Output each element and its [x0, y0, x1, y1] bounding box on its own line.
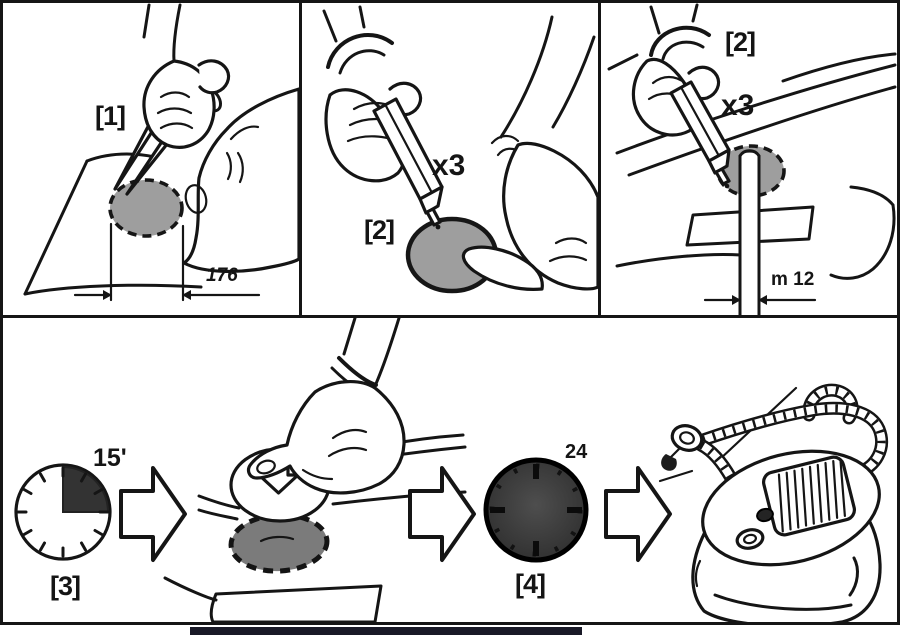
block-arrow-icon — [408, 466, 476, 562]
dimension-lines — [703, 295, 817, 305]
block-arrow-icon — [119, 466, 187, 562]
step-label: [4] — [515, 569, 546, 599]
panel-glue-patch: x3 [2] — [302, 3, 601, 315]
grille-shape — [761, 455, 857, 537]
pressed-patch-shape — [228, 512, 330, 574]
bottom-row: 15' [3] 24 [4] — [3, 318, 897, 622]
patch-shape — [108, 178, 184, 238]
clock-24-icon — [483, 457, 589, 563]
cutting-hand — [142, 3, 231, 149]
valve-icon — [661, 424, 704, 471]
air-pump-icon — [658, 383, 888, 622]
sleeve-cuff — [322, 5, 394, 75]
clock-15-icon — [14, 463, 112, 561]
holding-hand — [461, 15, 598, 291]
scan-artifact-bar — [190, 627, 582, 635]
glue-tube-icon — [372, 97, 444, 230]
finish-illustration — [14, 318, 888, 622]
step-label: [2] — [725, 27, 756, 57]
dimension-label: m 12 — [771, 269, 815, 290]
dimension-label: 176 — [206, 265, 238, 286]
strap-band — [685, 185, 896, 280]
cut-patch-illustration — [23, 3, 299, 302]
repeat-label: x3 — [721, 89, 755, 122]
glue-patch-illustration — [322, 5, 598, 294]
top-row: [1] 176 — [3, 3, 897, 318]
step-label: [3] — [50, 571, 81, 601]
glue-tube-icon — [669, 80, 731, 189]
sleeve-cuff — [607, 3, 711, 71]
holding-hand — [182, 87, 299, 273]
panel-glue-area: [2] x3 m 12 — [601, 3, 897, 315]
wait-duration-label: 15' — [93, 444, 127, 472]
step-label: [2] — [364, 215, 395, 245]
power-button — [756, 507, 774, 523]
sheet-outline — [23, 152, 203, 296]
surface-lines — [615, 52, 897, 268]
panel-cut-patch: [1] 176 — [3, 3, 302, 315]
glue-area-illustration — [607, 3, 897, 315]
cure-duration-label: 24 — [565, 441, 588, 463]
panel-finish: 15' [3] 24 [4] — [3, 318, 897, 622]
valve-tube — [738, 149, 761, 315]
repeat-label: x3 — [432, 149, 466, 182]
step-label: [1] — [95, 101, 126, 131]
press-step — [163, 318, 467, 622]
